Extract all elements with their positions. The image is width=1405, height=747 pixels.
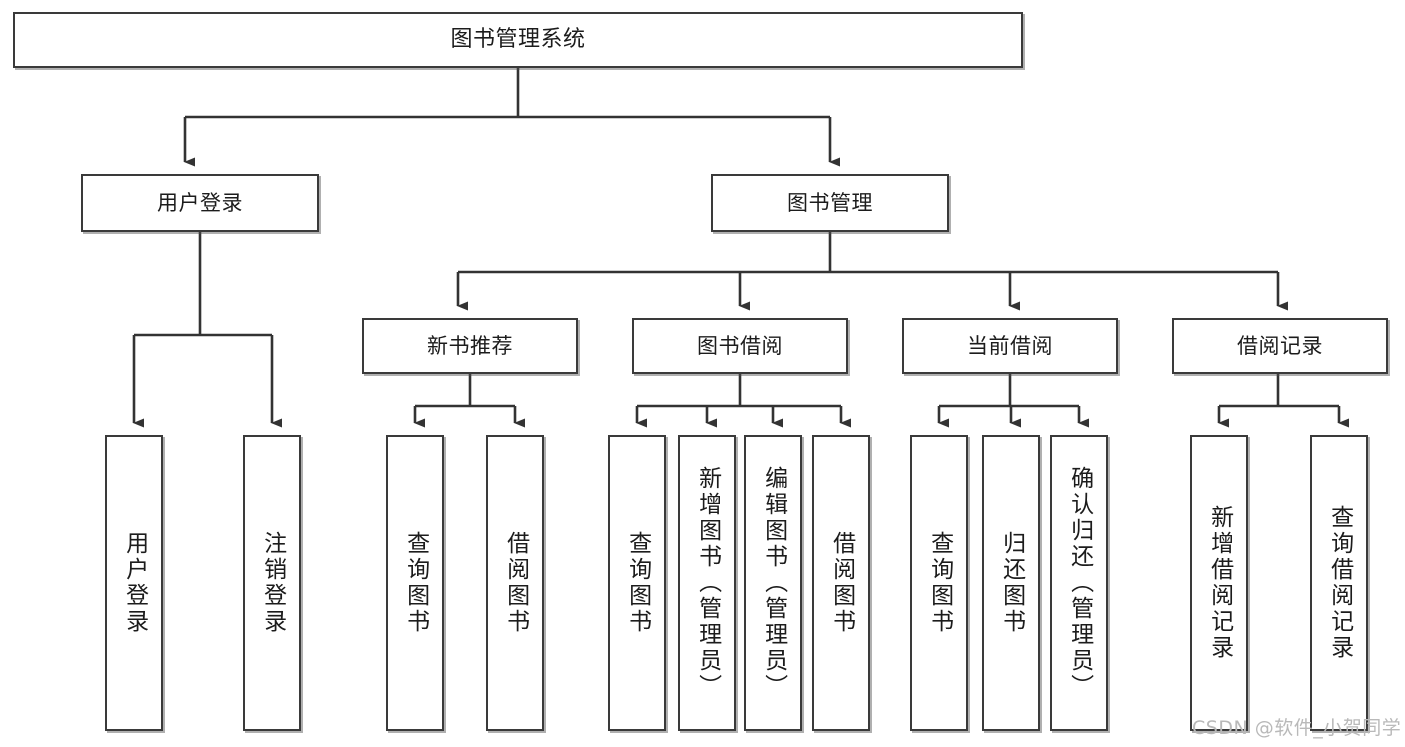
node-leaf-edit-book-admin[interactable]: 编辑图书（管理员）	[744, 435, 802, 731]
node-label: 查询图书	[926, 531, 953, 635]
node-leaf-return-book[interactable]: 归还图书	[982, 435, 1040, 731]
node-label: 注销登录	[259, 531, 286, 635]
node-leaf-query-borrow-record[interactable]: 查询借阅记录	[1310, 435, 1368, 731]
node-label: 新书推荐	[427, 333, 513, 358]
node-label: 当前借阅	[967, 333, 1053, 358]
node-label: 查询图书	[402, 531, 429, 635]
node-book-borrow[interactable]: 图书借阅	[632, 318, 848, 374]
node-label: 查询借阅记录	[1326, 505, 1353, 661]
node-label: 借阅记录	[1237, 333, 1323, 358]
node-root-system[interactable]: 图书管理系统	[13, 12, 1023, 68]
node-label: 借阅图书	[828, 531, 855, 635]
node-label: 确认归还（管理员）	[1066, 466, 1093, 700]
node-label: 新增借阅记录	[1206, 505, 1233, 661]
node-label: 用户登录	[157, 190, 243, 215]
node-label: 图书管理	[787, 190, 873, 215]
node-current-borrow[interactable]: 当前借阅	[902, 318, 1118, 374]
node-label: 编辑图书（管理员）	[760, 466, 787, 700]
node-leaf-user-logout[interactable]: 注销登录	[243, 435, 301, 731]
node-borrow-record[interactable]: 借阅记录	[1172, 318, 1388, 374]
node-new-book-recommend[interactable]: 新书推荐	[362, 318, 578, 374]
node-label: 归还图书	[998, 531, 1025, 635]
node-label: 新增图书（管理员）	[694, 466, 721, 700]
node-label: 图书管理系统	[450, 27, 586, 53]
csdn-watermark: CSDN @软件_小贺同学	[1192, 717, 1402, 739]
node-label: 查询图书	[624, 531, 651, 635]
node-leaf-query-books-recommend[interactable]: 查询图书	[386, 435, 444, 731]
node-label: 用户登录	[121, 531, 148, 635]
node-leaf-borrow-books-recommend[interactable]: 借阅图书	[486, 435, 544, 731]
node-leaf-add-borrow-record[interactable]: 新增借阅记录	[1190, 435, 1248, 731]
node-leaf-query-books-current[interactable]: 查询图书	[910, 435, 968, 731]
node-label: 借阅图书	[502, 531, 529, 635]
node-leaf-user-login[interactable]: 用户登录	[105, 435, 163, 731]
node-leaf-borrow-book[interactable]: 借阅图书	[812, 435, 870, 731]
node-leaf-confirm-return-admin[interactable]: 确认归还（管理员）	[1050, 435, 1108, 731]
node-user-login[interactable]: 用户登录	[81, 174, 319, 232]
node-label: 图书借阅	[697, 333, 783, 358]
node-leaf-add-book-admin[interactable]: 新增图书（管理员）	[678, 435, 736, 731]
node-book-manage[interactable]: 图书管理	[711, 174, 949, 232]
node-leaf-query-books-borrow[interactable]: 查询图书	[608, 435, 666, 731]
